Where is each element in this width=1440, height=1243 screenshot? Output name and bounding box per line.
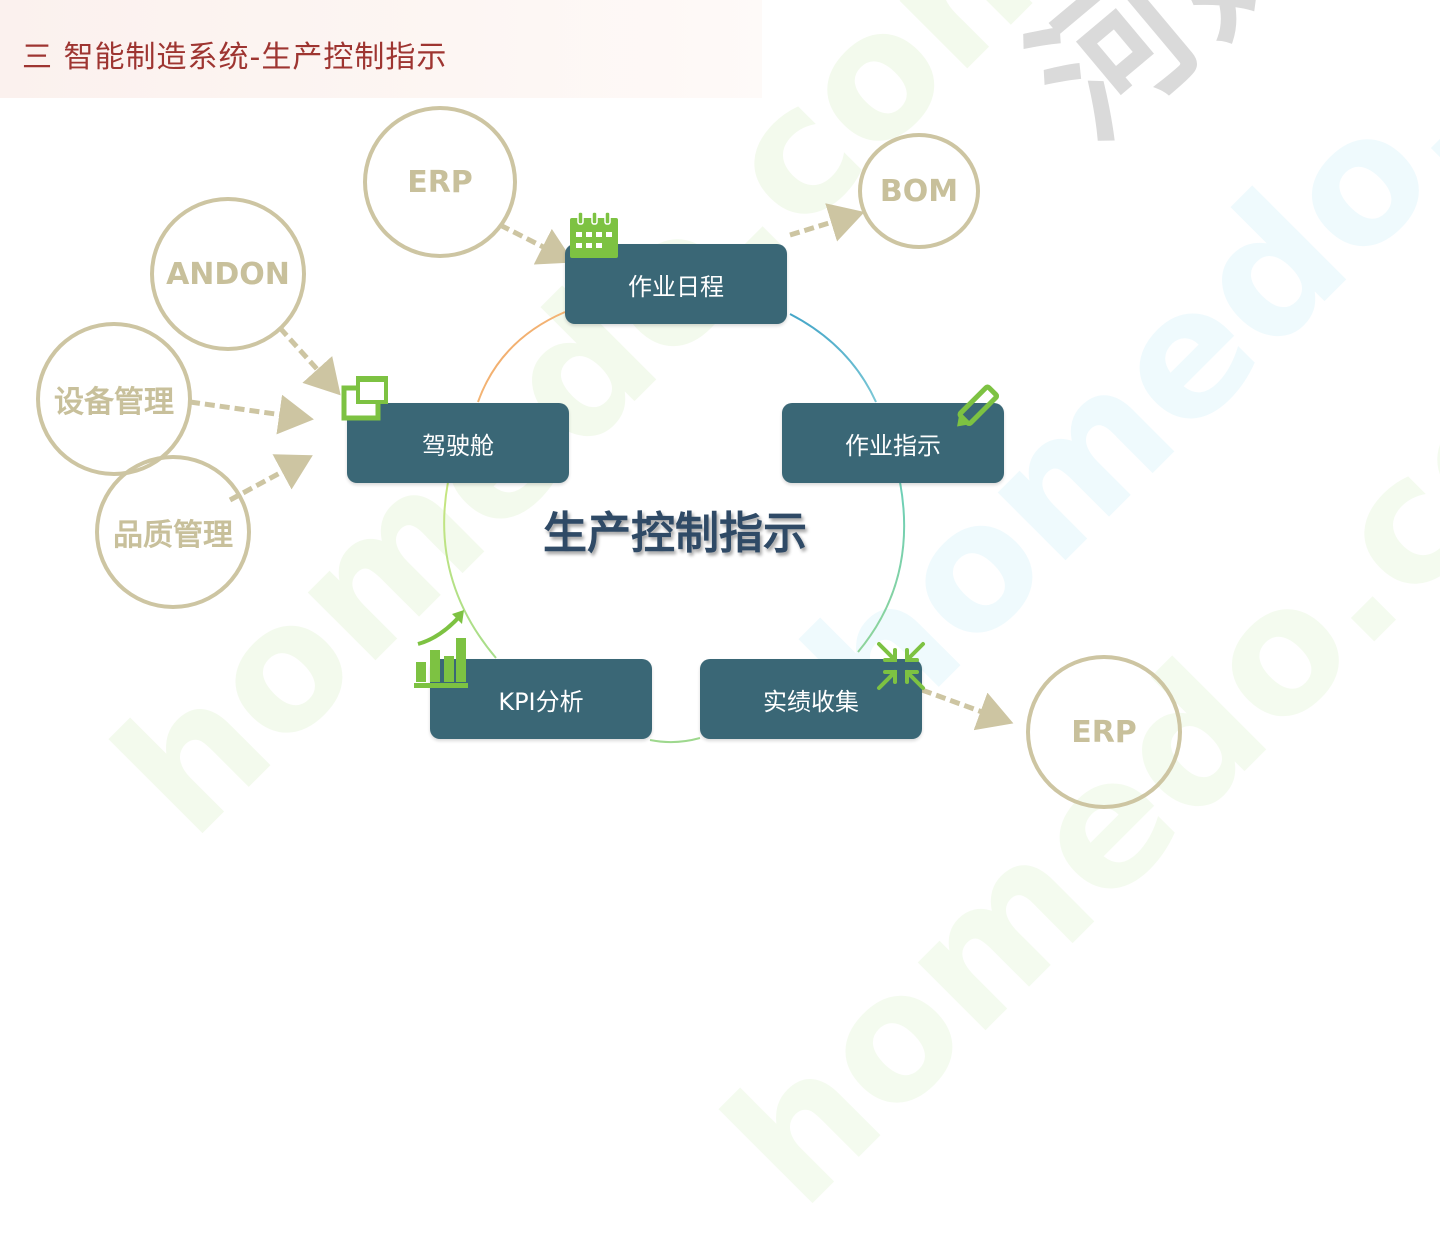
node-kpi: KPI分析 xyxy=(430,659,652,739)
system-quality: 品质管理 xyxy=(95,455,251,609)
system-andon: ANDON xyxy=(150,197,306,351)
node-cockpit: 驾驶舱 xyxy=(347,403,569,483)
system-label: ERP xyxy=(1071,714,1137,750)
windows-icon xyxy=(341,376,388,421)
center-label: 生产控制指示 xyxy=(543,508,807,559)
node-schedule: 作业日程 xyxy=(565,244,787,324)
cycle-arc xyxy=(789,313,877,403)
arrow-schedule-to-bom xyxy=(789,203,865,242)
arrow-collection-to-erp xyxy=(921,687,1014,731)
arrow-equipment-to-cockpit xyxy=(189,394,314,435)
slide-title: 三 智能制造系统-生产控制指示 xyxy=(22,40,448,75)
bar-chart-icon xyxy=(414,610,468,688)
cycle-arc xyxy=(857,481,906,653)
system-label: 品质管理 xyxy=(113,518,233,553)
collapse-arrows-icon xyxy=(877,642,925,690)
system-label: BOM xyxy=(879,173,959,209)
pencil-icon xyxy=(957,384,1000,427)
system-label: ERP xyxy=(407,164,473,200)
system-bom: BOM xyxy=(858,133,980,249)
arrow-andon-to-cockpit xyxy=(278,326,341,396)
header-band xyxy=(0,0,762,98)
diagram-connectors xyxy=(189,203,1014,744)
system-label: 设备管理 xyxy=(54,385,174,420)
cycle-arc xyxy=(443,481,497,659)
system-erp-top: ERP xyxy=(363,106,517,258)
system-erp-bottom: ERP xyxy=(1026,655,1182,809)
calendar-icon xyxy=(570,211,618,258)
cycle-arc xyxy=(477,311,566,403)
node-instruction: 作业指示 xyxy=(782,403,1004,483)
system-label: ANDON xyxy=(166,256,290,292)
cycle-arc xyxy=(649,737,701,744)
system-equipment: 设备管理 xyxy=(36,322,192,476)
arrow-erp-to-schedule xyxy=(498,222,574,265)
